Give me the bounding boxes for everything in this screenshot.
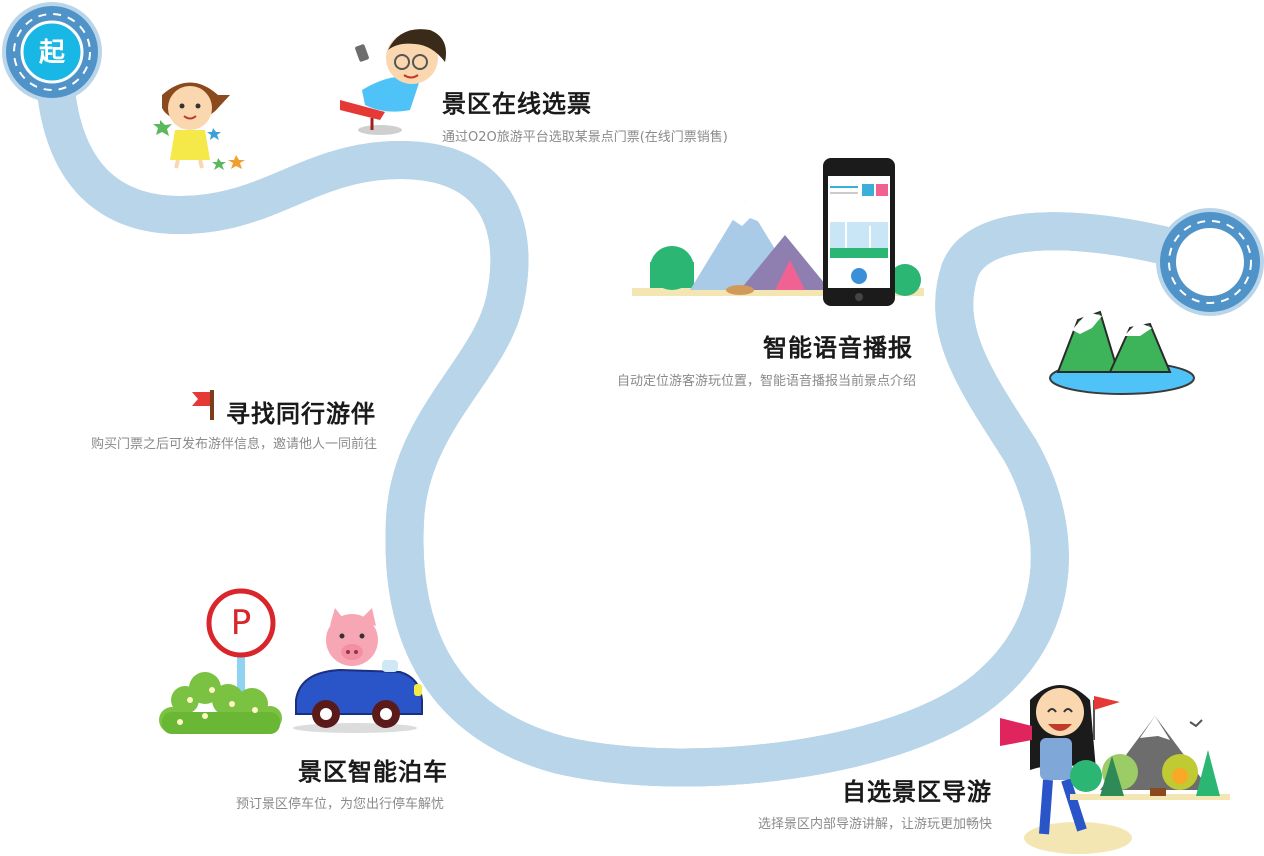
step-desc-online-ticket: 通过O2O旅游平台选取某景点门票(在线门票销售): [442, 130, 728, 145]
green-mountain-lake-icon: [1049, 310, 1195, 395]
step-desc-voice-broadcast: 自动定位游客游玩位置，智能语音播报当前景点介绍: [616, 374, 916, 389]
end-circle-icon: [1156, 208, 1264, 316]
guide-girl-icon: [1000, 685, 1132, 854]
step-desc-smart-parking: 预订景区停车位，为您出行停车解忧: [235, 797, 444, 812]
step-title-smart-parking: 景区智能泊车: [298, 758, 448, 786]
boy-with-phone-icon: [340, 29, 446, 135]
start-label: 起: [38, 38, 65, 68]
step-desc-find-companion: 购买门票之后可发布游伴信息，邀请他人一同前往: [90, 437, 377, 452]
step-desc-tour-guide: 选择景区内部导游讲解，让游玩更加畅快: [757, 817, 992, 832]
forest-mountain-icon: [1070, 716, 1230, 800]
smartphone-mountains-icon: [632, 158, 924, 306]
step-title-find-companion: 寻找同行游伴: [226, 400, 376, 428]
parking-sign-icon: [159, 588, 282, 734]
step-title-tour-guide: 自选景区导游: [842, 778, 992, 806]
pig-car-icon: [293, 608, 423, 733]
flag-icon: [192, 390, 214, 420]
step-title-online-ticket: 景区在线选票: [442, 90, 592, 118]
step-title-voice-broadcast: 智能语音播报: [763, 334, 913, 362]
parking-letter: P: [230, 603, 252, 643]
start-circle-icon: [2, 2, 102, 102]
girl-with-stars-icon: [153, 82, 245, 170]
